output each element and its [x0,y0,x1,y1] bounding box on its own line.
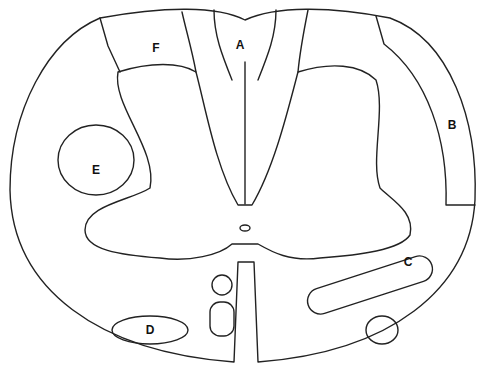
tract-c-end [366,316,398,344]
region-label: F [152,42,159,54]
region-label: A [236,39,245,51]
tract-boundary [376,16,475,205]
tract-e [58,125,134,195]
region-label: C [404,256,413,268]
tract-c [304,253,436,318]
region-label: B [448,119,457,131]
column-boundary [182,12,196,72]
column-boundary [214,10,232,80]
cord-outline [10,9,475,362]
column-boundary [258,10,276,80]
ventral-bundle [210,302,234,336]
tract-d [112,316,188,344]
central-canal [240,225,250,231]
tract-boundary [100,18,120,72]
ventral-bundle [212,275,232,295]
column-boundary [298,10,308,72]
region-label: D [146,324,155,336]
region-label: E [92,164,100,176]
median-septum [244,62,245,204]
